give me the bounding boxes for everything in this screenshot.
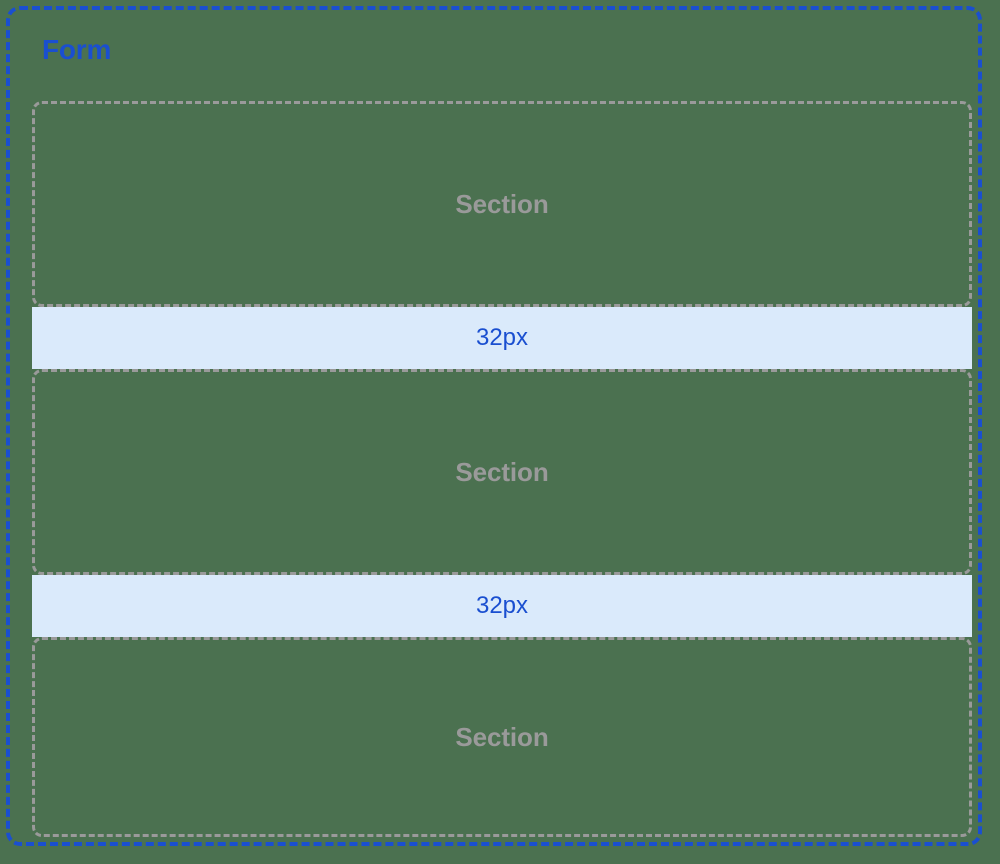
section-box[interactable]: Section	[32, 101, 972, 307]
section-box[interactable]: Section	[32, 369, 972, 575]
spacer-label: 32px	[475, 324, 529, 351]
spacer-band: 32px	[32, 575, 972, 637]
section-stack: Section 32px Section 32px Section	[32, 101, 972, 837]
section-label: Section	[455, 456, 549, 487]
section-label: Section	[455, 188, 549, 219]
section-label: Section	[455, 721, 549, 752]
spacer-label: 32px	[475, 592, 529, 619]
page-title: Form	[42, 34, 112, 65]
form-container: Form Section 32px Section 32px Section	[6, 6, 982, 846]
spacer-band: 32px	[32, 307, 972, 369]
section-box[interactable]: Section	[32, 637, 972, 837]
